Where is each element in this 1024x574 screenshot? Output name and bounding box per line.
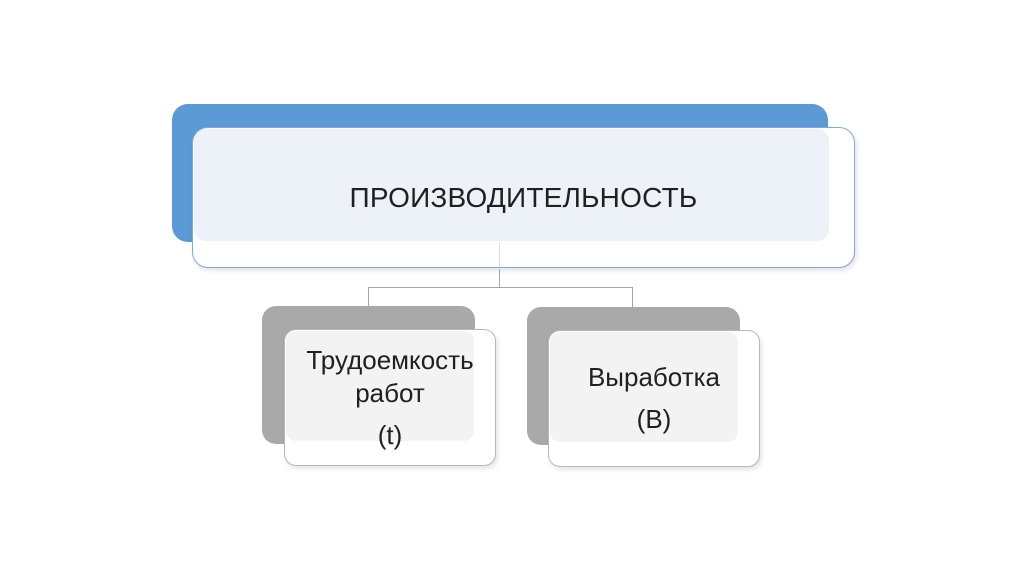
labor-intensity-symbol: (t): [377, 419, 403, 450]
connector-stem: [499, 269, 500, 287]
output-label: Выработка: [587, 362, 721, 392]
labor-intensity-box: Трудоемкость работ (t): [284, 329, 496, 466]
connector-drop-right: [632, 287, 633, 308]
labor-intensity-box-fill: [286, 331, 474, 441]
connector-drop-left: [368, 287, 369, 307]
output-box: Выработка (В): [548, 330, 760, 467]
output-symbol: (В): [636, 404, 672, 434]
labor-intensity-text: Трудоемкость работ (t): [285, 330, 495, 465]
productivity-box-fill: [194, 129, 829, 241]
labor-intensity-label: Трудоемкость работ: [306, 344, 474, 408]
productivity-label: ПРОИЗВОДИТЕЛЬНОСТЬ: [349, 181, 698, 213]
output-text: Выработка (В): [549, 331, 759, 466]
connector-horizontal-bar: [368, 287, 633, 288]
productivity-box: ПРОИЗВОДИТЕЛЬНОСТЬ: [192, 127, 855, 268]
output-box-fill: [550, 332, 738, 442]
connector-stem-upper: [499, 243, 500, 267]
